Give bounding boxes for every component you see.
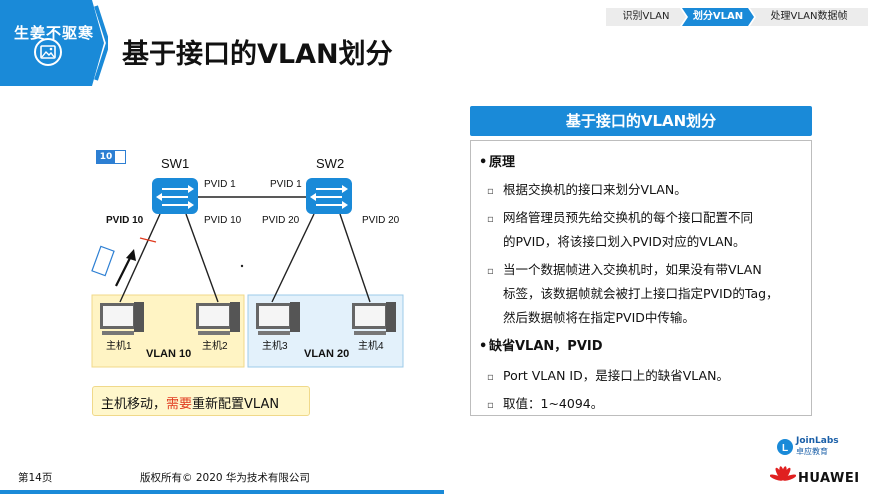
pvid20-left-label: PVID 20 <box>262 215 300 226</box>
point-3-line3: 然后数据帧将在指定PVID中传输。 <box>503 310 695 325</box>
note-box: 主机移动，需要重新配置VLAN <box>92 386 310 416</box>
banner-text: 生姜不驱寒 <box>14 24 95 42</box>
link-sw1-host1 <box>119 213 161 303</box>
step-nav-shapes <box>606 8 868 26</box>
sub-bullet-icon: ▫ <box>487 266 494 277</box>
joinlabs-name: JoinLabs <box>796 436 839 446</box>
point-4-text: Port VLAN ID，是接口上的缺省VLAN。 <box>503 368 729 383</box>
huawei-flower-icon <box>770 466 796 481</box>
vlan10-label: VLAN 10 <box>146 348 192 360</box>
sw2-label: SW2 <box>316 156 345 171</box>
step-nav: 识别VLAN 划分VLAN 处理VLAN数据帧 <box>606 8 868 26</box>
link-sw1-host2 <box>185 213 219 303</box>
section-principle-label: 原理 <box>489 155 516 170</box>
point-5-text: 取值：1~4094。 <box>503 396 604 411</box>
point-5: ▫ 取值：1~4094。 <box>487 393 603 412</box>
joinlabs-sub: 卓应教育 <box>796 447 828 456</box>
host3-label: 主机3 <box>262 341 288 352</box>
section-default-vlan: •缺省VLAN，PVID <box>479 335 603 354</box>
host1-label: 主机1 <box>106 341 132 352</box>
svg-text:L: L <box>782 443 788 454</box>
host2-icon <box>196 302 240 335</box>
pvid1-right-label: PVID 1 <box>270 179 302 190</box>
huawei-wordmark: HUAWEI <box>798 471 860 486</box>
note-highlight: 需要 <box>166 397 193 412</box>
pvid20-right-label: PVID 20 <box>362 215 400 226</box>
link-sw2-host3 <box>271 213 315 303</box>
step-process-frame[interactable]: 处理VLAN数据帧 <box>770 11 848 22</box>
point-1: ▫ 根据交换机的接口来划分VLAN。 <box>487 179 687 198</box>
point-3-line2: 标签，该数据帧就会被打上接口指定PVID的Tag， <box>503 286 779 301</box>
note-prefix: 主机移动， <box>101 397 167 412</box>
sub-bullet-icon: ▫ <box>487 400 494 411</box>
joinlabs-logo: L JoinLabs 卓应教育 <box>776 436 846 458</box>
copyright: 版权所有© 2020 华为技术有限公司 <box>140 472 310 484</box>
sub-bullet-icon: ▫ <box>487 214 494 225</box>
move-arrow <box>115 253 133 287</box>
huawei-logo: HUAWEI <box>770 466 866 490</box>
footer-bar <box>0 490 444 494</box>
point-4: ▫ Port VLAN ID，是接口上的缺省VLAN。 <box>487 365 729 384</box>
point-1-text: 根据交换机的接口来划分VLAN。 <box>503 182 687 197</box>
sw1-label: SW1 <box>161 156 190 171</box>
sub-bullet-icon: ▫ <box>487 372 494 383</box>
vlan-tag-value: 10 <box>97 151 115 163</box>
point-3-line1: 当一个数据帧进入交换机时，如果没有带VLAN <box>503 262 762 277</box>
section-principle: •原理 <box>479 151 515 170</box>
point-2: ▫ 网络管理员预先给交换机的每个接口配置不同 <box>487 207 753 226</box>
cut-mark <box>139 237 157 243</box>
host4-icon <box>352 302 396 335</box>
joinlabs-icon: L <box>777 439 793 455</box>
note-text: 主机移动，需要重新配置VLAN <box>101 393 279 412</box>
card-body: •原理 ▫根据交换机的接口来划分VLAN。 ▫网络管理员预先给交换机的每个接口配… <box>470 140 812 416</box>
point-2-line2: 的PVID，将该接口划入PVID对应的VLAN。 <box>503 234 746 249</box>
host1-icon <box>100 302 144 335</box>
vlan-tag-box: 10 <box>96 150 126 164</box>
link-sw2-host4 <box>339 213 371 303</box>
point-3: ▫ 当一个数据帧进入交换机时，如果没有带VLAN <box>487 259 762 278</box>
step-identify-vlan[interactable]: 识别VLAN <box>622 11 670 22</box>
point-2-line1: 网络管理员预先给交换机的每个接口配置不同 <box>503 210 754 225</box>
note-suffix: 重新配置VLAN <box>192 397 280 412</box>
image-icon <box>34 38 62 66</box>
sub-bullet-icon: ▫ <box>487 186 494 197</box>
step-assign-vlan[interactable]: 划分VLAN <box>692 11 744 22</box>
switch-sw2-icon <box>306 178 352 214</box>
host3-icon <box>256 302 300 335</box>
host2-label: 主机2 <box>202 341 228 352</box>
pvid10-left-label: PVID 10 <box>106 215 144 226</box>
bullet-dot-icon: • <box>479 155 488 170</box>
bullet-dot-icon: • <box>479 339 488 354</box>
page-number: 第14页 <box>18 472 53 484</box>
card-header: 基于接口的VLAN划分 <box>470 106 812 136</box>
host4-label: 主机4 <box>358 341 384 352</box>
vlan20-label: VLAN 20 <box>304 348 350 360</box>
moving-frame <box>91 245 115 277</box>
switch-sw1-icon <box>152 178 198 214</box>
pvid10-right-label: PVID 10 <box>204 215 242 226</box>
pvid1-left-label: PVID 1 <box>204 179 236 190</box>
info-card: 基于接口的VLAN划分 •原理 ▫根据交换机的接口来划分VLAN。 ▫网络管理员… <box>470 106 812 416</box>
section-default-vlan-label: 缺省VLAN，PVID <box>489 339 603 354</box>
page-title: 基于接口的VLAN划分 <box>122 39 393 70</box>
